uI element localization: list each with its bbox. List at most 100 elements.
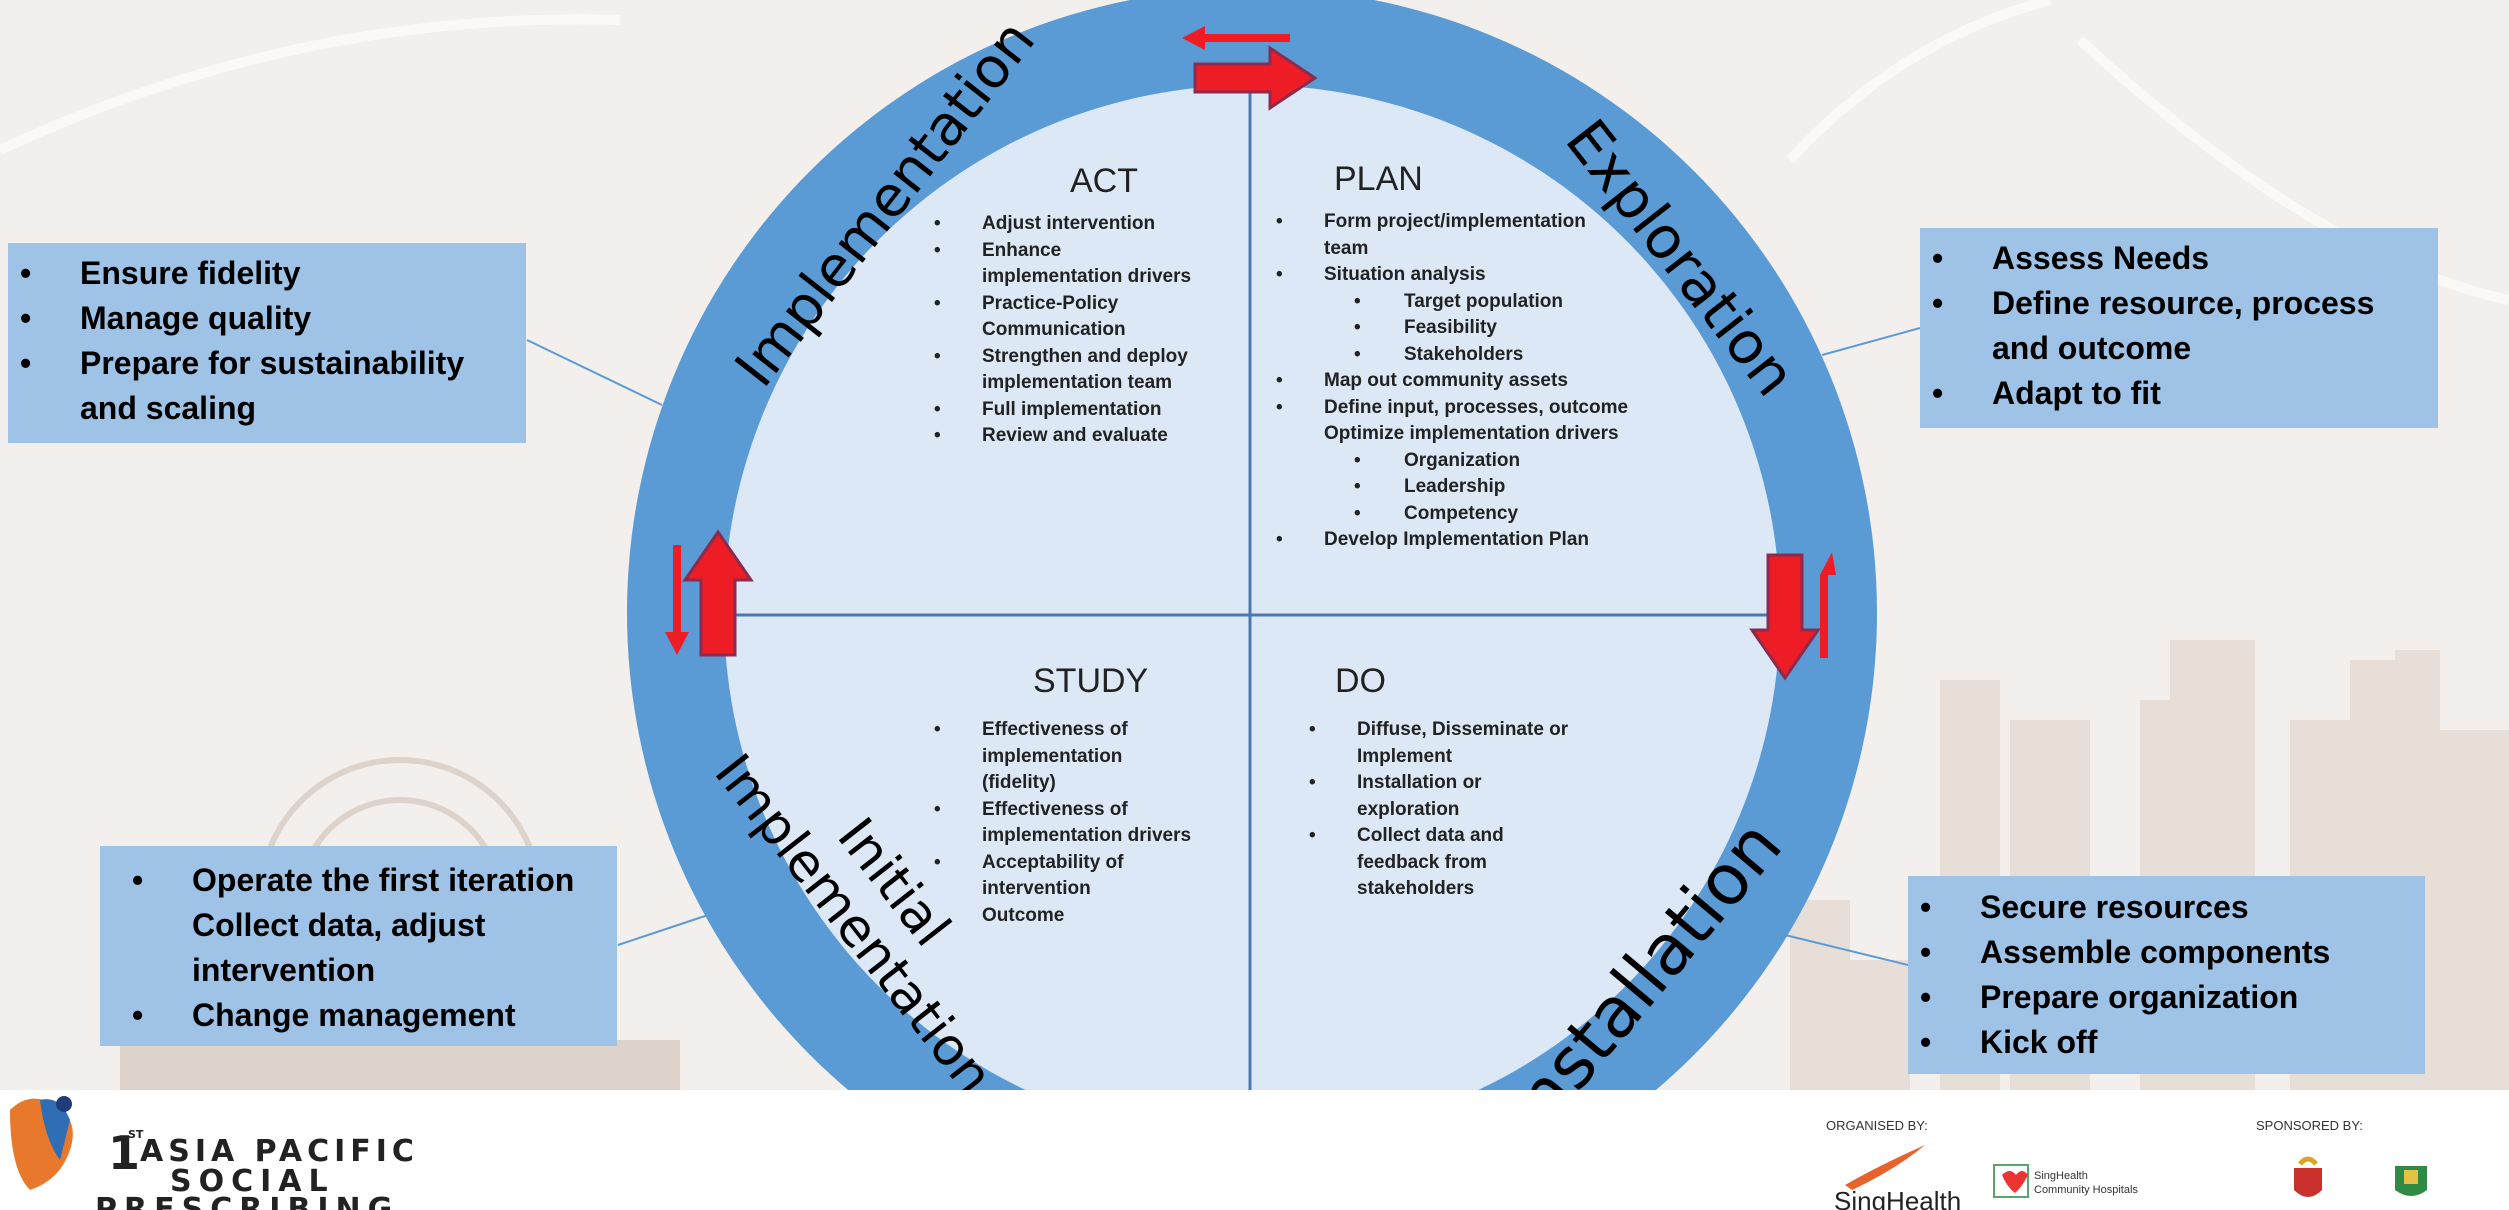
list-item-text: Leadership (1404, 476, 1506, 497)
bullet-icon: • (934, 798, 941, 820)
event-title-line3: PRESCRIBING (95, 1192, 400, 1210)
bullet-icon: • (1276, 529, 1283, 550)
callout-item: • Manage quality (8, 296, 526, 341)
callout-item-text: Prepare organization (1980, 979, 2299, 1015)
list-item-text: stakeholders (1357, 878, 1475, 899)
callout-top-right: •Assess Needs•Define resource, process•a… (1920, 228, 2438, 428)
list-item-text: (fidelity) (982, 772, 1056, 793)
bullet-icon: • (934, 213, 941, 234)
list-item: • Leadership (1272, 474, 1692, 501)
list-item-text: Feasibility (1404, 317, 1497, 338)
list-item: •Organization (1272, 448, 1692, 475)
bullet-icon: • (1276, 370, 1283, 391)
bullet-icon: • (1309, 772, 1316, 793)
list-item-text: Installation or (1357, 772, 1482, 793)
callout-item: •intervention (120, 948, 617, 993)
bullet-icon: • (934, 398, 941, 420)
list-item-text: Full implementation (982, 398, 1162, 420)
callout-item-text: Assess Needs (1992, 240, 2210, 276)
list-item: • Define input, processes, outcome (1272, 395, 1692, 422)
quadrant-act: ACT •Adjust intervention•Enhance•impleme… (930, 162, 1270, 450)
bullet-icon: • (20, 300, 32, 336)
callout-item-text: Manage quality (80, 300, 312, 336)
community-hospitals-line2: Community Hospitals (2034, 1184, 2138, 1196)
callout-item: • Operate the first iteration (120, 858, 617, 903)
list-item-text: Organization (1404, 449, 1521, 471)
list-item: •Form project/implementation (1272, 209, 1692, 236)
quadrant-do-list: •Diffuse, Disseminate or•Implement•Insta… (1305, 717, 1645, 903)
bullet-icon: • (1354, 476, 1361, 497)
list-item: • Strengthen and deploy (930, 344, 1270, 371)
list-item-text: Effectiveness of (982, 798, 1128, 820)
callout-bottom-right: •Secure resources•Assemble components•Pr… (1908, 876, 2425, 1074)
event-ordinal-digit: 1 (108, 1126, 141, 1180)
list-item: •Optimize implementation drivers (1272, 421, 1692, 448)
list-item-text: Outcome (982, 904, 1065, 926)
callout-item-text: intervention (192, 952, 376, 988)
bullet-icon: • (934, 851, 941, 873)
callout-item-text: Collect data, adjust (192, 907, 486, 943)
list-item-text: Stakeholders (1404, 343, 1524, 365)
arrow-up-left-icon (665, 529, 754, 657)
quadrant-plan-title: PLAN (1334, 160, 1423, 198)
callout-item: •Assemble components (1908, 930, 2425, 975)
callout-item: •Change management (120, 993, 617, 1038)
quadrant-study-list: •Effectiveness of•implementation•(fideli… (930, 717, 1270, 929)
callout-item-text: Define resource, process (1992, 285, 2375, 321)
arrow-right-top-icon (1182, 26, 1318, 111)
bullet-icon: • (1276, 396, 1283, 418)
event-title-line1: ASIA PACIFIC (140, 1134, 419, 1169)
arrow-down-right-icon (1749, 552, 1836, 681)
callout-item: • Assess Needs (1920, 236, 2438, 281)
list-item: • Enhance (930, 238, 1270, 265)
list-item-text: implementation team (982, 372, 1173, 393)
bullet-icon: • (1932, 240, 1944, 276)
sponsored-by-label: SPONSORED BY: (2256, 1118, 2363, 1133)
list-item: •Communication (930, 317, 1270, 344)
list-item-text: implementation drivers (982, 266, 1192, 287)
list-item-text: feedback from (1357, 851, 1487, 873)
list-item-text: Implement (1357, 745, 1453, 767)
bullet-icon: • (20, 255, 32, 291)
callout-item-text: Kick off (1980, 1024, 2098, 1060)
list-item: •exploration (1305, 797, 1645, 824)
bullet-icon: • (934, 345, 941, 367)
bullet-icon: • (20, 345, 32, 381)
callout-item-text: Prepare for sustainability (80, 345, 465, 381)
list-item-text: Map out community assets (1324, 370, 1568, 391)
list-item-text: Situation analysis (1324, 264, 1486, 285)
list-item: •Outcome (930, 903, 1270, 930)
list-item-text: exploration (1357, 798, 1460, 820)
callout-item: • Prepare for sustainability (8, 341, 526, 386)
bullet-icon: • (1309, 825, 1316, 846)
list-item-text: Diffuse, Disseminate or (1357, 719, 1569, 740)
organised-by-label: ORGANISED BY: (1826, 1118, 1928, 1133)
list-item: •implementation (930, 744, 1270, 771)
list-item-text: Communication (982, 319, 1126, 340)
list-item-text: Strengthen and deploy (982, 345, 1188, 367)
callout-item-text: Change management (192, 997, 516, 1033)
list-item-text: Develop Implementation Plan (1324, 529, 1589, 550)
list-item: •Situation analysis (1272, 262, 1692, 289)
callout-top-left-list: •Ensure fidelity•Manage quality•Prepare … (8, 251, 526, 431)
quadrant-do-title: DO (1335, 662, 1386, 700)
list-item-text: implementation (982, 745, 1123, 767)
callout-item-text: and scaling (80, 390, 257, 426)
list-item: •stakeholders (1305, 876, 1645, 903)
footer-bar (0, 1090, 2509, 1210)
list-item: •(fidelity) (930, 770, 1270, 797)
list-item: •implementation drivers (930, 823, 1270, 850)
bullet-icon: • (1354, 317, 1361, 338)
bullet-icon: • (132, 862, 144, 898)
list-item: •implementation team (930, 370, 1270, 397)
quadrant-plan: PLAN •Form project/implementation•team•S… (1272, 160, 1692, 554)
quadrant-act-title: ACT (1070, 162, 1138, 200)
callout-top-right-list: •Assess Needs•Define resource, process•a… (1920, 236, 2438, 416)
bullet-icon: • (1920, 1024, 1932, 1060)
bullet-icon: • (1354, 502, 1361, 524)
list-item-text: Enhance (982, 239, 1062, 261)
callout-item-text: Operate the first iteration (192, 862, 575, 898)
list-item-text: Optimize implementation drivers (1324, 423, 1619, 444)
bullet-icon: • (934, 239, 941, 261)
list-item-text: Define input, processes, outcome (1324, 396, 1629, 418)
